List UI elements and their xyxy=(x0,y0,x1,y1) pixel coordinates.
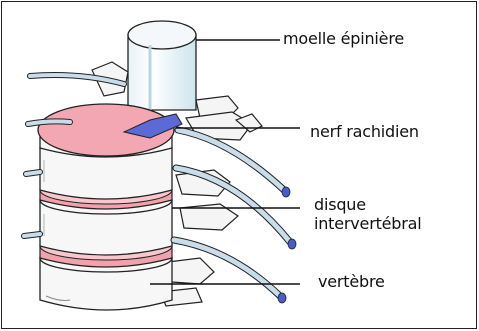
label-spinal-cord: moelle épinière xyxy=(283,29,404,48)
label-spinal-nerve: nerf rachidien xyxy=(310,122,419,141)
label-disc-line1: disque xyxy=(314,195,366,214)
label-vertebra: vertèbre xyxy=(318,272,385,291)
disc-top-cut-surface xyxy=(38,104,182,157)
nerve-tips xyxy=(278,187,296,303)
spinal-cord xyxy=(128,21,196,110)
label-disc-line2: intervertébral xyxy=(314,214,421,233)
